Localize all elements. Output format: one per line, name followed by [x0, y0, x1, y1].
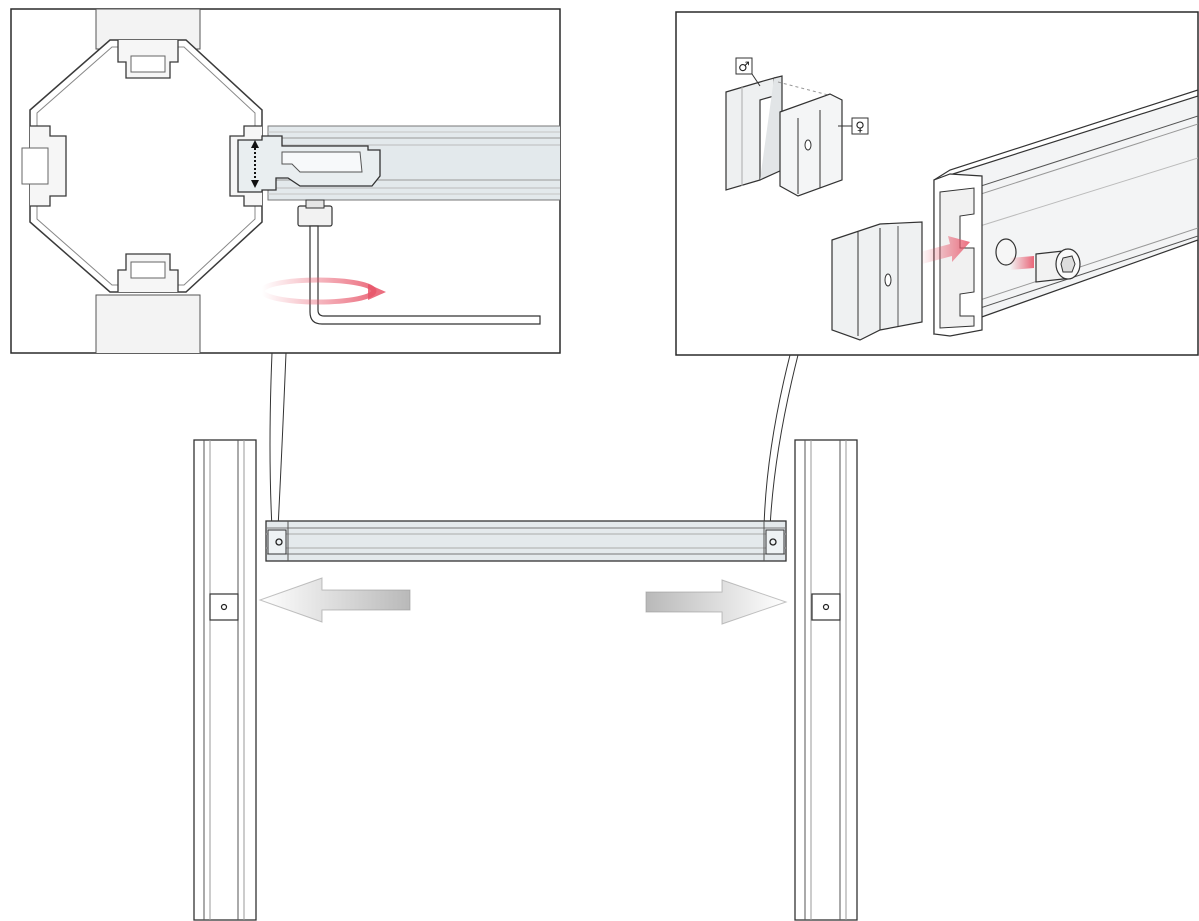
column-stub-bottom: [95, 294, 201, 353]
clip-insert: [831, 221, 923, 341]
hex-key-icon: [297, 199, 541, 325]
hex-socket-screw-icon: [1010, 248, 1081, 283]
adjust-arrow-icon: [251, 140, 259, 188]
connector-clip: [237, 135, 381, 193]
move-right-arrow-icon: [645, 579, 788, 625]
female-symbol-label: ♀: [855, 120, 865, 135]
female-clip-part: [779, 93, 843, 197]
leader-line-left-b: [277, 352, 287, 529]
left-column: [193, 439, 257, 921]
detail-panel-right: ♂ ♀: [675, 11, 1199, 356]
male-clip-part: [725, 75, 783, 191]
horizontal-beam: [265, 520, 787, 562]
leader-line-right: [769, 354, 799, 529]
right-column: [794, 439, 858, 921]
move-left-arrow-icon: [258, 577, 411, 623]
rotation-arrow-icon: [259, 277, 386, 305]
male-symbol-label: ♂: [738, 60, 750, 75]
detail-panel-left: [10, 8, 561, 354]
leader-line-left: [269, 352, 273, 529]
female-symbol-badge: ♀: [838, 117, 869, 135]
insert-arrow-icon: [920, 236, 970, 264]
leader-line-right-b: [763, 354, 791, 529]
male-symbol-badge: ♂: [735, 57, 761, 87]
